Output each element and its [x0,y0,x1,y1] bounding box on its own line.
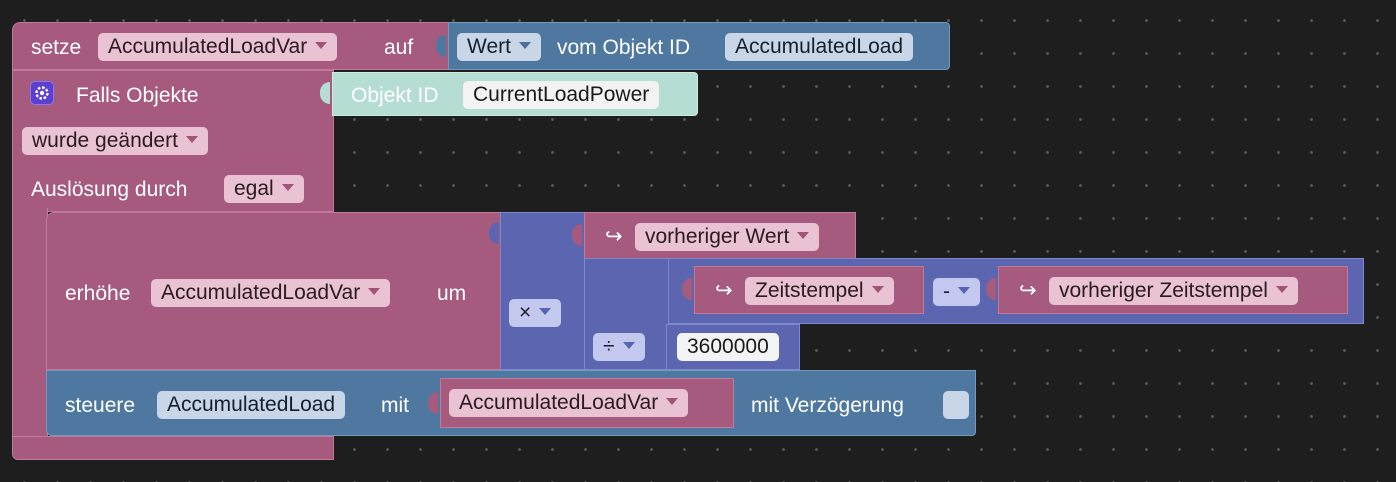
arrow-return-icon: ↪ [1019,279,1037,302]
set-suffix: auf [384,36,414,59]
set-object-id-field[interactable]: AccumulatedLoad [725,33,914,61]
minus-operator: - [943,280,950,303]
object-connector [320,82,330,104]
increase-keyword: erhöhe [65,282,131,305]
chevron-down-icon [539,307,552,315]
condition-dropdown[interactable]: wurde geändert [22,127,208,155]
increase-suffix: um [437,282,467,305]
divide-block[interactable]: ÷ [584,258,670,370]
previous-timestamp-connector [986,278,996,300]
chevron-down-icon [315,41,328,49]
chevron-down-icon [666,397,679,405]
increase-variable-dropdown[interactable]: AccumulatedLoadVar [151,279,391,307]
chevron-down-icon [518,41,531,49]
set-variable-block[interactable]: setze AccumulatedLoadVar auf [12,22,452,70]
divide-operator-dropdown[interactable]: ÷ [593,333,645,361]
trigger-source-label: Auslösung durch [31,178,188,201]
multiply-block[interactable]: × [500,212,586,370]
trigger-source-value: egal [234,177,274,200]
number-block[interactable]: 3600000 [666,324,800,370]
previous-value-dropdown[interactable]: vorheriger Wert [635,223,820,251]
chevron-down-icon [871,285,884,293]
minus-connector [656,268,666,290]
timestamp-connector [682,278,692,300]
timestamp-dropdown[interactable]: Zeitstempel [745,277,894,305]
get-value-block[interactable]: Wert vom Objekt ID AccumulatedLoad [448,22,950,70]
previous-timestamp-block[interactable]: ↪ vorheriger Zeitstempel [998,266,1348,314]
chevron-down-icon [1275,285,1288,293]
trigger-source-dropdown[interactable]: egal [224,175,304,203]
set-keyword: setze [31,36,82,59]
chevron-down-icon [281,183,294,191]
multiply-operator-dropdown[interactable]: × [509,299,562,327]
previous-timestamp-label: vorheriger Zeitstempel [1059,279,1268,302]
number-connector [656,336,666,358]
set-variable-dropdown[interactable]: AccumulatedLoadVar [98,33,338,61]
multiply-operator: × [519,301,532,324]
set-variable-name: AccumulatedLoadVar [108,35,308,58]
from-object-label: vom Objekt ID [557,36,691,59]
chevron-down-icon [797,231,810,239]
value-connector [436,35,446,57]
control-with-label: mit [381,394,409,417]
control-keyword: steuere [65,394,136,417]
chevron-down-icon [368,287,381,295]
delay-checkbox[interactable] [943,391,969,419]
arrow-return-icon: ↪ [715,279,733,302]
trigger-block-footer [12,436,334,460]
delay-label: mit Verzögerung [751,394,904,417]
value-type-dropdown[interactable]: Wert [457,33,541,61]
chevron-down-icon [958,286,970,294]
gear-icon[interactable] [30,81,54,105]
previous-timestamp-dropdown[interactable]: vorheriger Zeitstempel [1049,277,1298,305]
trigger-block-spine [12,208,48,438]
previous-value-connector [572,224,582,246]
condition-label: wurde geändert [32,129,178,152]
control-variable-dropdown[interactable]: AccumulatedLoadVar [449,389,689,417]
timestamp-label: Zeitstempel [755,279,864,302]
trigger-object-id-field[interactable]: CurrentLoadPower [463,81,660,109]
divide-operator: ÷ [603,335,615,358]
object-id-label: Objekt ID [351,84,439,107]
control-variable-block[interactable]: AccumulatedLoadVar [440,378,734,428]
object-id-block[interactable]: Objekt ID CurrentLoadPower [332,72,698,116]
previous-value-block[interactable]: ↪ vorheriger Wert [584,212,856,260]
divide-connector [572,268,582,290]
control-variable-connector [428,392,438,414]
timestamp-block[interactable]: ↪ Zeitstempel [694,266,924,314]
divisor-field[interactable]: 3600000 [677,333,779,361]
arrow-return-icon: ↪ [605,225,623,248]
control-variable-name: AccumulatedLoadVar [459,391,659,414]
increase-variable-name: AccumulatedLoadVar [161,281,361,304]
trigger-label: Falls Objekte [76,84,199,107]
minus-operator-dropdown[interactable]: - [933,278,980,306]
increase-block[interactable]: erhöhe AccumulatedLoadVar um [46,212,502,370]
value-type-label: Wert [467,35,511,58]
previous-value-label: vorheriger Wert [645,225,790,248]
chevron-down-icon [185,135,198,143]
control-object-id-field[interactable]: AccumulatedLoad [157,391,346,419]
chevron-down-icon [622,341,635,349]
multiply-connector [489,222,499,244]
